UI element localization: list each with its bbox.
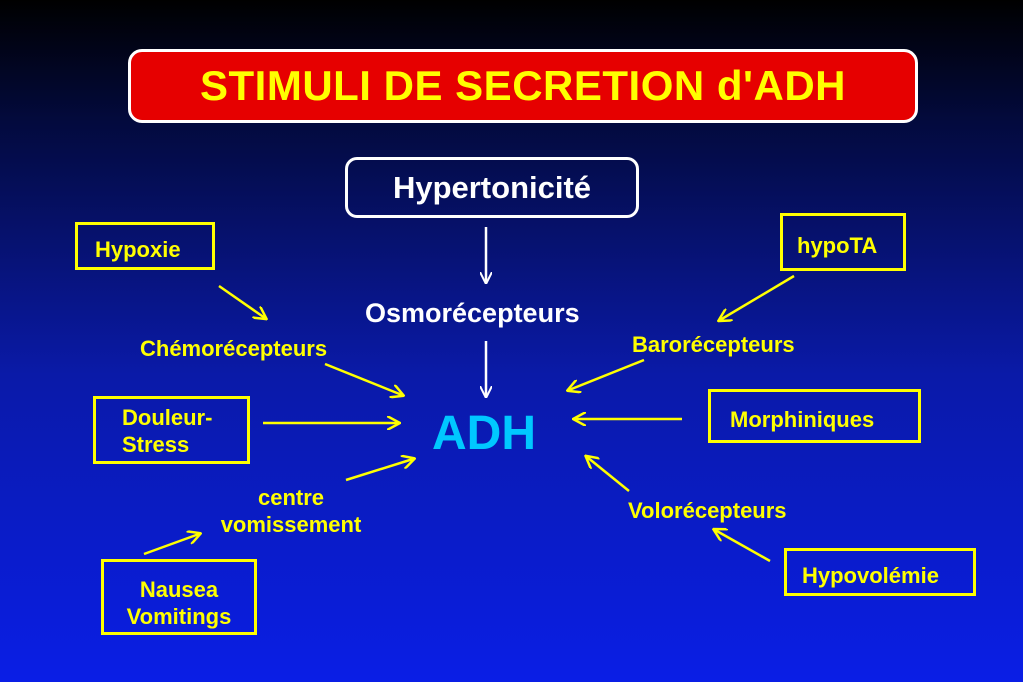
page-title: STIMULI DE SECRETION d'ADH xyxy=(200,62,846,109)
vomitings-label: Vomitings xyxy=(126,604,232,629)
hypertonicite-label: Hypertonicité xyxy=(392,169,592,205)
title-banner: STIMULI DE SECRETION d'ADH xyxy=(128,49,918,123)
hypota-box: hypoTA xyxy=(780,213,906,271)
vomissement-label: vomissement xyxy=(220,512,362,537)
douleur-label: Douleur- xyxy=(122,405,213,430)
arrow-volo-to-adh xyxy=(587,457,630,492)
morphiniques-label: Morphiniques xyxy=(730,407,875,432)
arrow-centre-to-adh xyxy=(345,459,413,482)
nausea-vomitings-box: Nausea Vomitings xyxy=(101,559,257,635)
arrow-chemo-to-adh xyxy=(324,362,402,395)
hypota-label: hypoTA xyxy=(797,233,878,258)
hypovolemie-label: Hypovolémie xyxy=(802,563,939,588)
centre-vomissement-label: centre vomissement xyxy=(206,484,376,538)
douleur-stress-box: Douleur- Stress xyxy=(93,396,250,464)
stress-label: Stress xyxy=(122,432,190,457)
morphiniques-box: Morphiniques xyxy=(708,389,921,443)
hypoxie-label: Hypoxie xyxy=(95,237,181,262)
arrow-hypota-to-baro xyxy=(720,274,795,320)
arrow-nausea-to-centre xyxy=(143,534,199,556)
hypertonicite-box: Hypertonicité xyxy=(345,157,639,218)
centre-label: centre xyxy=(257,485,325,510)
barorecepteurs-label: Barorécepteurs xyxy=(632,332,795,357)
hypovolemie-box: Hypovolémie xyxy=(784,548,976,596)
osmorecepteurs-label: Osmorécepteurs xyxy=(365,298,580,328)
chemorecepteurs-label: Chémorécepteurs xyxy=(140,336,328,361)
arrow-hypoxie-to-chemo xyxy=(218,284,265,318)
arrow-hypovolemie-to-volo xyxy=(715,530,771,563)
volorecepteurs-label: Volorécepteurs xyxy=(628,498,787,523)
adh-label: ADH xyxy=(432,407,536,460)
nausea-label: Nausea xyxy=(139,577,219,602)
hypoxie-box: Hypoxie xyxy=(75,222,215,270)
arrow-baro-to-adh xyxy=(569,358,645,390)
